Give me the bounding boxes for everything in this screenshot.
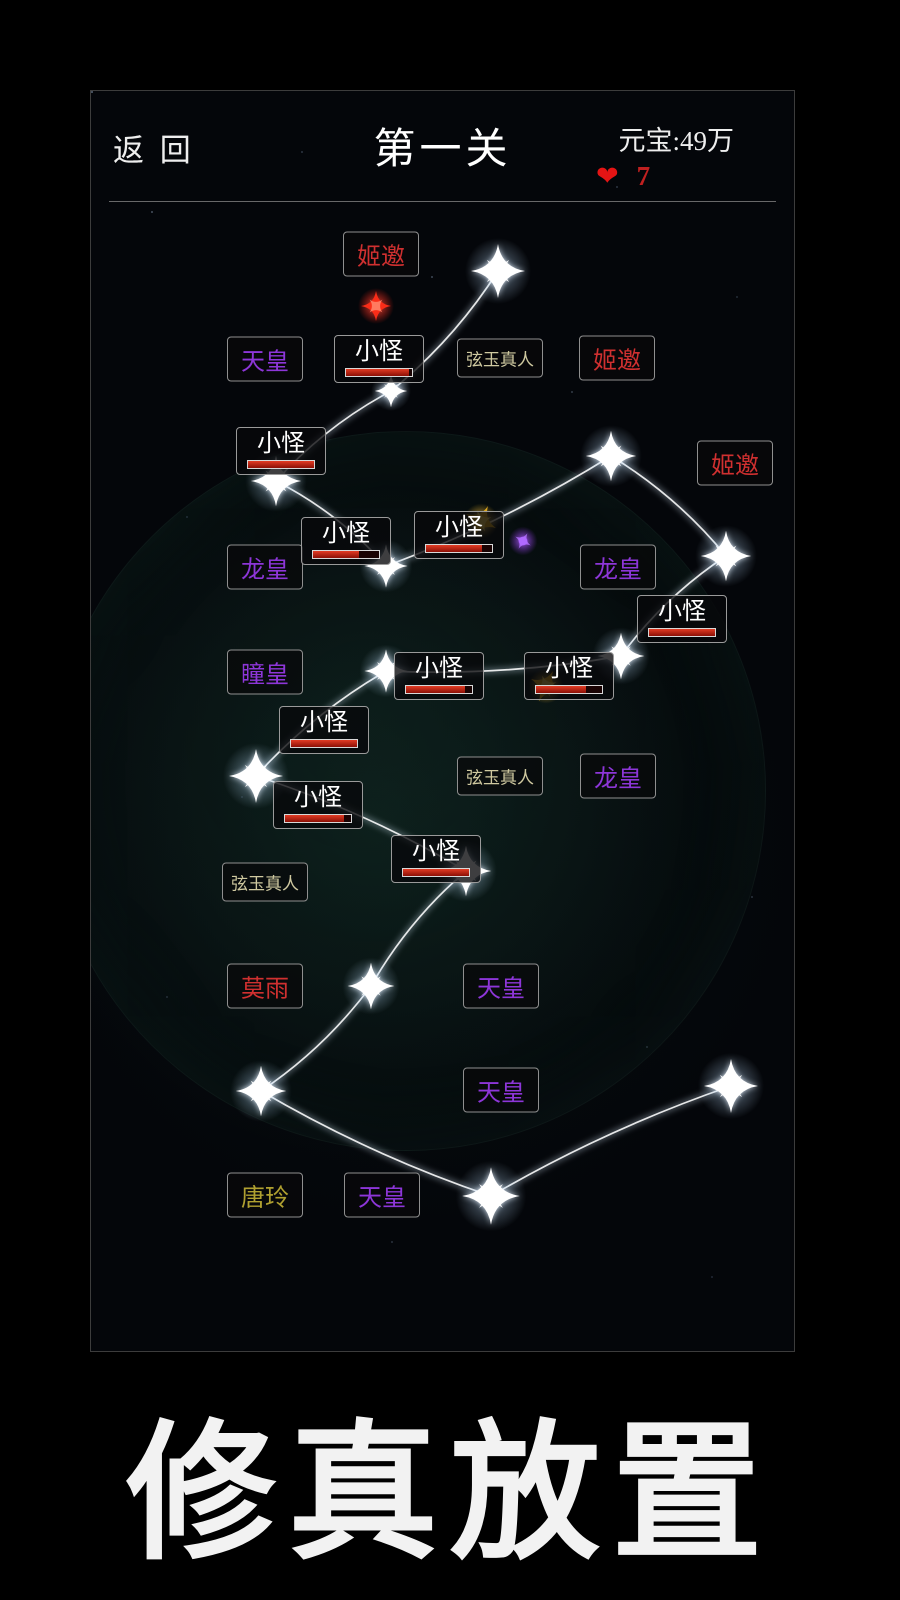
back-button[interactable]: 返 回 [113,133,195,168]
map-node-label[interactable]: 龙皇 [227,544,303,590]
hp-fill [248,461,314,468]
hp-fill [313,551,360,558]
monster-node[interactable]: 小怪 [334,335,424,383]
monster-node[interactable]: 小怪 [524,652,614,700]
hp-bar [648,628,716,637]
map-node-label[interactable]: 天皇 [227,336,303,382]
heart-icon: ❤ [596,161,619,191]
node-name: 姬邀 [711,453,759,480]
map-node-label[interactable]: 姬邀 [579,335,655,381]
map-star-node[interactable] [223,743,289,809]
hp-bar [290,739,358,748]
map-star-node[interactable] [230,1060,292,1122]
monster-label: 小怪 [412,839,460,865]
monster-label: 小怪 [545,656,593,682]
node-name: 天皇 [241,349,289,376]
hp-bar [312,550,380,559]
hp-bar [402,868,470,877]
monster-node[interactable]: 小怪 [279,706,369,754]
map-node-label[interactable]: 唐玲 [227,1172,303,1218]
game-logo-text: 修真放置 [125,1405,774,1581]
header-divider [109,201,776,202]
node-name: 瞳皇 [241,662,289,689]
monster-node[interactable]: 小怪 [273,781,363,829]
map-node-label[interactable]: 天皇 [344,1172,420,1218]
hp-fill [649,629,715,636]
hp-bar [284,814,352,823]
map-node-label[interactable]: 天皇 [463,1067,539,1113]
map-node-label[interactable]: 龙皇 [580,544,656,590]
monster-node[interactable]: 小怪 [637,595,727,643]
hp-bar [425,544,493,553]
map-node-label[interactable]: 弦玉真人 [457,338,543,378]
monster-label: 小怪 [257,431,305,457]
hp-bar [247,460,315,469]
monster-node[interactable]: 小怪 [236,427,326,475]
node-name: 弦玉真人 [466,768,534,788]
map-star-node[interactable] [465,238,531,304]
map-node-label[interactable]: 弦玉真人 [457,756,543,796]
map-node-label[interactable]: 莫雨 [227,963,303,1009]
map-node-layer: 姬邀 天皇 弦玉真人 姬邀 姬邀 龙皇 龙皇 瞳皇 弦玉真人 龙皇 弦玉真人 莫… [91,91,794,1351]
monster-label: 小怪 [658,599,706,625]
map-node-label[interactable]: 姬邀 [697,440,773,486]
map-node-label[interactable]: 弦玉真人 [222,862,308,902]
hp-bar [535,685,603,694]
node-name: 龙皇 [594,766,642,793]
node-name: 龙皇 [594,557,642,584]
monster-label: 小怪 [435,515,483,541]
map-star-node[interactable] [698,1053,764,1119]
level-title: 第一关 [373,127,512,173]
hp-bar [405,685,473,694]
node-name: 姬邀 [593,348,641,375]
hp-fill [346,369,409,376]
hp-fill [406,686,466,693]
monster-node[interactable]: 小怪 [414,511,504,559]
starfield-dots [91,91,794,1351]
hp-fill [403,869,469,876]
monster-node[interactable]: 小怪 [394,652,484,700]
header-bar: 返 回 第一关 元宝:49万 ❤ 7 [91,91,794,203]
monster-node[interactable]: 小怪 [391,835,481,883]
monster-node[interactable]: 小怪 [301,517,391,565]
node-name: 弦玉真人 [466,350,534,370]
node-name: 姬邀 [357,244,405,271]
hp-fill [285,815,345,822]
node-name: 唐玲 [241,1185,289,1212]
node-name: 天皇 [358,1185,406,1212]
hp-fill [426,545,483,552]
map-node-label[interactable]: 姬邀 [343,231,419,277]
node-name: 天皇 [477,976,525,1003]
currency-display: 元宝:49万 [618,126,734,156]
monster-label: 小怪 [294,785,342,811]
hp-bar [345,368,413,377]
node-name: 龙皇 [241,557,289,584]
map-star-node[interactable] [695,525,757,587]
map-node-label[interactable]: 瞳皇 [227,649,303,695]
hp-fill [291,740,357,747]
map-star-node[interactable] [580,425,642,487]
node-name: 弦玉真人 [231,874,299,894]
node-name: 莫雨 [241,976,289,1003]
red-burst-icon[interactable] [358,288,394,324]
map-star-node[interactable] [455,1160,527,1232]
node-name: 天皇 [477,1080,525,1107]
monster-label: 小怪 [355,339,403,365]
hp-fill [536,686,586,693]
purple-swirl-icon[interactable] [508,526,538,556]
monster-label: 小怪 [415,656,463,682]
lives-count: 7 [636,161,651,191]
game-viewport: 姬邀 天皇 弦玉真人 姬邀 姬邀 龙皇 龙皇 瞳皇 弦玉真人 龙皇 弦玉真人 莫… [90,90,795,1352]
map-star-node[interactable] [342,957,400,1015]
monster-label: 小怪 [322,521,370,547]
lives-display: ❤ 7 [596,161,650,192]
map-node-label[interactable]: 龙皇 [580,753,656,799]
monster-label: 小怪 [300,710,348,736]
map-node-label[interactable]: 天皇 [463,963,539,1009]
